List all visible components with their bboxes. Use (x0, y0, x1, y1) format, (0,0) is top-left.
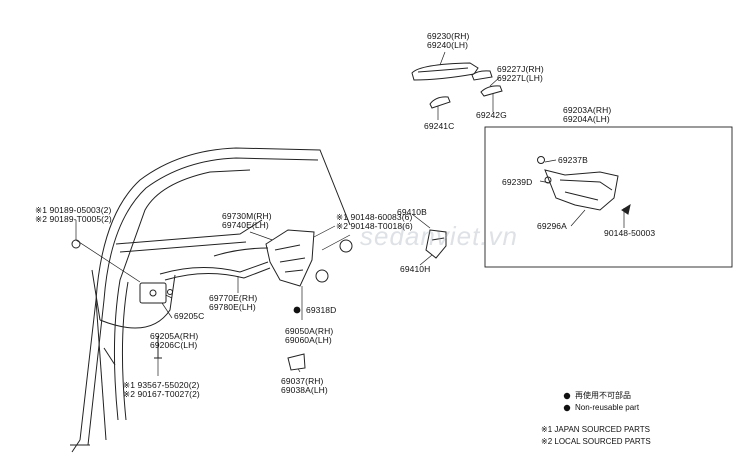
label-69296a: 69296A (537, 221, 567, 231)
legend-dot-en (563, 404, 571, 412)
label-90148-60083: ※1 90148-60083(6) (336, 212, 413, 222)
label-69242g: 69242G (476, 110, 507, 120)
label-69038a: 69038A(LH) (281, 385, 328, 395)
label-90148-50003: 90148-50003 (604, 228, 656, 238)
rear-door-outline (70, 147, 351, 453)
label-69780e: 69780E(LH) (209, 302, 256, 312)
non-reusable-dot-69318d (293, 306, 301, 314)
label-90148-t0018: ※2 90148-T0018(6) (336, 221, 413, 231)
label-69037: 69037(RH) (281, 376, 324, 386)
lock-assembly (159, 229, 353, 287)
legend-non-reusable-jp: 再使用不可部品 (575, 391, 631, 400)
label-90189-05003: ※1 90189-05003(2) (35, 205, 112, 215)
legend-local-sourced: ※2 LOCAL SOURCED PARTS (541, 437, 651, 446)
label-69227l: 69227L(LH) (497, 73, 543, 83)
label-69410h: 69410H (400, 264, 431, 274)
label-69740e: 69740E(LH) (222, 220, 269, 230)
label-69237b: 69237B (558, 155, 588, 165)
label-69206c: 69206C(LH) (150, 340, 198, 350)
label-93567-55020: ※1 93567-55020(2) (123, 380, 200, 390)
label-69230: 69230(RH) (427, 31, 470, 41)
handle-pad-c (429, 96, 451, 109)
label-69050a: 69050A(RH) (285, 326, 334, 336)
label-69770e: 69770E(RH) (209, 293, 258, 303)
handle-frame (537, 156, 631, 215)
label-69240: 69240(LH) (427, 40, 469, 50)
label-69730m: 69730M(RH) (222, 211, 272, 221)
label-69227j: 69227J(RH) (497, 64, 544, 74)
screw-left (71, 239, 81, 249)
label-69204a: 69204A(LH) (563, 114, 610, 124)
label-69203a: 69203A(RH) (563, 105, 612, 115)
label-69205c: 69205C (174, 311, 205, 321)
label-69318d: 69318D (306, 305, 337, 315)
handle-cover (471, 70, 493, 81)
handle-pad-g (480, 85, 503, 97)
lower-cover (287, 353, 306, 371)
watermark: sedanviet.vn (360, 221, 518, 251)
label-69205a: 69205A(RH) (150, 331, 199, 341)
legend-japan-sourced: ※1 JAPAN SOURCED PARTS (541, 425, 650, 434)
outside-handle (411, 62, 479, 81)
label-69060a: 69060A(LH) (285, 335, 332, 345)
door-check (425, 229, 447, 259)
handle-assembly-box (484, 126, 733, 268)
label-69410b: 69410B (397, 207, 427, 217)
label-69241c: 69241C (424, 121, 455, 131)
label-90167-t0027: ※2 90167-T0027(2) (123, 389, 200, 399)
label-69239d: 69239D (502, 177, 533, 187)
label-90189-t0005: ※2 90189-T0005(2) (35, 214, 112, 224)
door-latch (139, 282, 173, 359)
legend-non-reusable: Non-reusable part (575, 403, 640, 412)
legend-dot-jp (563, 392, 571, 400)
